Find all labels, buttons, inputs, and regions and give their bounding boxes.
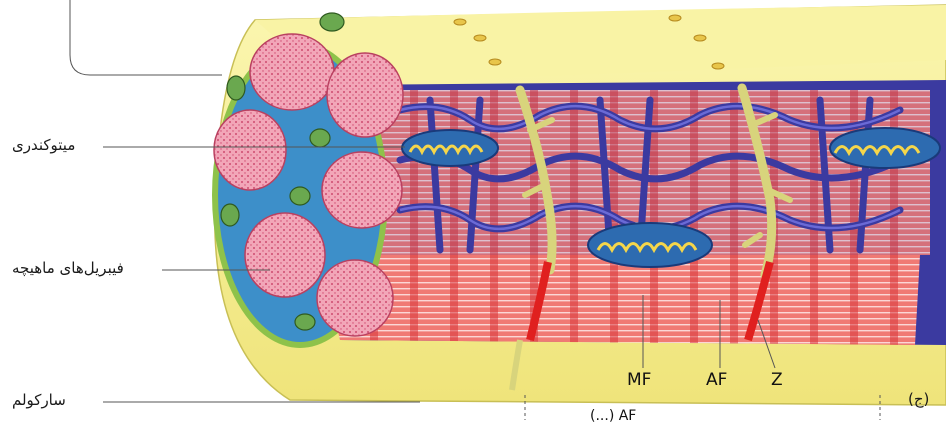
label-mf: MF [627,370,651,390]
label-z: Z [771,370,783,390]
label-sarcolemma: سارکولم [12,391,66,409]
label-myofibrils: فیبریل‌های ماهیچه [12,259,124,277]
leader-top [70,0,222,75]
mitochondrion-1 [402,130,498,166]
mitochondrion-2 [588,223,712,267]
striated-zone [320,255,920,345]
label-mitochondria: میتوکندری [12,136,75,154]
mitochondrion-3 [830,128,940,168]
label-bottom-cut: (...) AF [590,408,636,424]
label-af: AF [706,370,727,390]
panel-label: (ج) [908,390,929,408]
